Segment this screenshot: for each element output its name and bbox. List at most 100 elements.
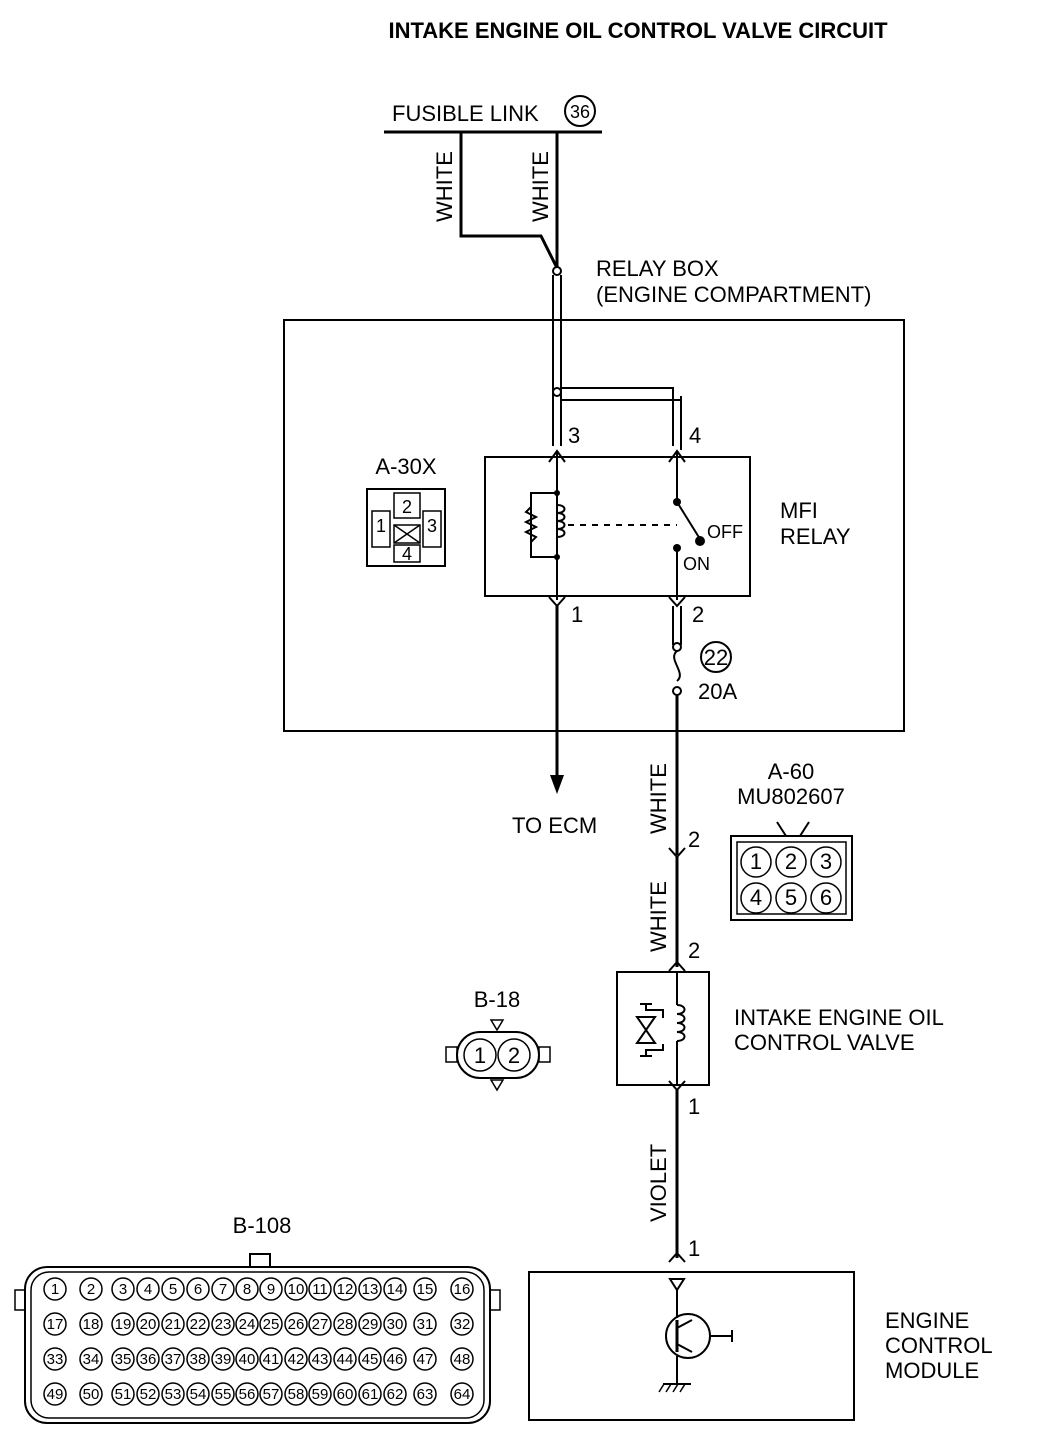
fusible-link-number-circle (564, 95, 596, 127)
a60-part: MU802607 (737, 784, 845, 809)
fusible-link: FUSIBLE LINK 36 (384, 95, 602, 134)
relay-box-label-1: RELAY BOX (596, 256, 719, 281)
relay-switch: OFF ON (673, 451, 743, 600)
relay-pin-1: 1 (571, 602, 583, 627)
b108-pin-circle (308, 1312, 332, 1336)
b108-pin-circle (136, 1277, 160, 1301)
b108-pin-circle (308, 1277, 332, 1301)
b108-pin-number: 21 (165, 1316, 182, 1333)
b108-pin-circle (450, 1312, 474, 1336)
a60-pin-circle (775, 882, 807, 914)
b108-pin-number: 12 (337, 1281, 354, 1298)
page-title: INTAKE ENGINE OIL CONTROL VALVE CIRCUIT (388, 18, 888, 43)
b108-pin-number: 64 (454, 1386, 471, 1403)
b108-pin-number: 35 (115, 1351, 132, 1368)
b108-pin-circle (211, 1382, 235, 1406)
b108-pin-circle (161, 1347, 185, 1371)
arrow-down-icon (550, 775, 564, 794)
switch-on-label: ON (683, 554, 710, 574)
b108-pin-number: 54 (190, 1386, 207, 1403)
b108-pin-circle (235, 1382, 259, 1406)
b108-pin-circle (211, 1347, 235, 1371)
b108-pin-circle (79, 1347, 103, 1371)
upper-white-wires: WHITE WHITE (432, 132, 562, 276)
wire-white-left (459, 132, 559, 269)
b108-pin-circle (308, 1382, 332, 1406)
valve-pin-bottom-label: 1 (688, 1094, 700, 1119)
b108-pin-circle (235, 1347, 259, 1371)
wire-label-white-a60-lower: WHITE (646, 881, 671, 952)
a60-pin-number: 3 (820, 849, 832, 874)
valve-label-1: INTAKE ENGINE OIL (734, 1005, 944, 1030)
b108-pin-number: 18 (83, 1316, 100, 1333)
coil-icon (556, 504, 566, 538)
b108-pin-circle (211, 1312, 235, 1336)
a60-pin-number: 1 (750, 849, 762, 874)
relay-box-outline (283, 319, 905, 732)
wire-label-white-left: WHITE (432, 151, 457, 222)
a60-id: A-60 (768, 759, 814, 784)
ecm-pin-label: 1 (688, 1236, 700, 1261)
b108-pin-circle (259, 1312, 283, 1336)
b108-pin-circle (111, 1277, 135, 1301)
b108-pin-number: 11 (312, 1281, 328, 1298)
b108-pin-number: 57 (263, 1386, 280, 1403)
fuse-22: 22 20A (672, 606, 737, 704)
b108-pin-circle (413, 1382, 437, 1406)
relay-pin-4: 4 (689, 423, 701, 448)
chevron-ecm-pin (668, 1251, 686, 1263)
b108-pin-circle (450, 1347, 474, 1371)
a60-pin-number: 6 (820, 885, 832, 910)
fusible-link-label: FUSIBLE LINK (392, 101, 539, 126)
fuse-rating: 20A (698, 679, 737, 704)
b108-pin-circle (43, 1347, 67, 1371)
b108-pin-circle (161, 1277, 185, 1301)
b108-pin-number: 38 (190, 1351, 207, 1368)
b108-pin-circle (333, 1312, 357, 1336)
b108-pin-circle (284, 1347, 308, 1371)
a60-pin-circle (810, 882, 842, 914)
b108-pin-circle (383, 1277, 407, 1301)
b108-pin-circle (333, 1347, 357, 1371)
b108-pin-circle (43, 1277, 67, 1301)
b108-pin-number: 8 (243, 1281, 251, 1298)
fusible-link-number: 36 (570, 102, 590, 122)
b108-pin-number: 16 (454, 1281, 471, 1298)
b108-pin-circle (79, 1312, 103, 1336)
wire-label-violet: VIOLET (646, 1144, 671, 1222)
transistor-icon (665, 1313, 711, 1359)
b108-pin-number: 23 (215, 1316, 232, 1333)
b108-pin-circle (111, 1347, 135, 1371)
wire-label-white-a60-upper: WHITE (646, 763, 671, 834)
relay-feed-wires (552, 275, 682, 450)
b108-pin-circle (284, 1382, 308, 1406)
b108-pin-circle (186, 1347, 210, 1371)
b108-pin-number: 43 (312, 1351, 329, 1368)
b108-id: B-108 (233, 1213, 292, 1238)
b108-pin-circle (161, 1312, 185, 1336)
a60-pin-circle (810, 846, 842, 878)
b108-pin-number: 63 (417, 1386, 434, 1403)
a30x-id: A-30X (375, 454, 436, 479)
b108-pin-number: 48 (454, 1351, 471, 1368)
b108-pin-number: 19 (115, 1316, 132, 1333)
valve-symbol-icon (635, 1016, 657, 1044)
b108-pin-number: 44 (337, 1351, 354, 1368)
b108-pin-number: 52 (140, 1386, 157, 1403)
splice-point (552, 266, 562, 276)
b108-pin-circle (211, 1277, 235, 1301)
ecm-label-3: MODULE (885, 1358, 979, 1383)
relay-pin-2: 2 (692, 602, 704, 627)
b108-pin-number: 24 (239, 1316, 256, 1333)
b108-pin-circle (136, 1312, 160, 1336)
b108-pin-circle (358, 1382, 382, 1406)
b108-pin-circle (235, 1277, 259, 1301)
b108-pin-circle (358, 1347, 382, 1371)
b108-pin-circle (186, 1312, 210, 1336)
fuse-number: 22 (704, 645, 728, 670)
b108-pin-number: 3 (119, 1281, 127, 1298)
b18-pin-1: 1 (474, 1043, 486, 1068)
